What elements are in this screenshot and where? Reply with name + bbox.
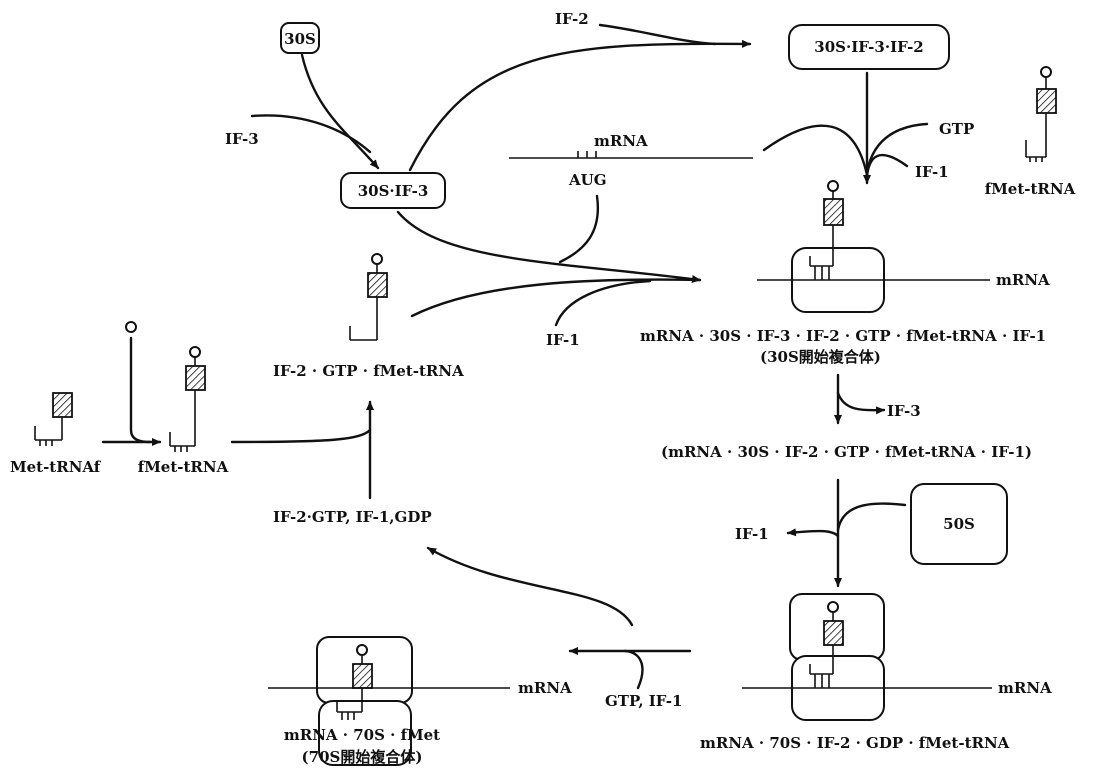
label-mrna-right-1: mRNA <box>996 271 1050 289</box>
label-fmet-trna-left: fMet-tRNA <box>138 458 229 476</box>
box-30s-if3: 30S·IF-3 <box>340 172 446 209</box>
label-recycle: IF-2·GTP, IF-1,GDP <box>273 508 432 526</box>
label-if3-release: IF-3 <box>887 402 921 420</box>
box-30s-if3-if2: 30S·IF-3·IF-2 <box>788 24 950 70</box>
label-complex70-line2: (70S開始複合体) <box>302 748 423 766</box>
label-after-if3: (mRNA · 30S · IF-2 · GTP · fMet-tRNA · I… <box>661 443 1032 461</box>
label-if3-left: IF-3 <box>225 130 259 148</box>
label-met-trna-f: Met-tRNAf <box>10 458 102 476</box>
formyl-join-line <box>129 336 152 444</box>
label-mrna-left: mRNA <box>518 679 572 697</box>
label-mrna-right-2: mRNA <box>998 679 1052 697</box>
label-if1-mid: IF-1 <box>546 331 580 349</box>
label-gtp-top: GTP <box>939 120 974 138</box>
svg-text:30S: 30S <box>284 30 316 48</box>
arrow-30s-to-30s-if3 <box>300 53 380 170</box>
arrow-if3-release <box>836 391 886 415</box>
label-complex30-line2: (30S開始複合体) <box>760 348 881 366</box>
svg-text:30S·IF-3·IF-2: 30S·IF-3·IF-2 <box>814 38 923 56</box>
label-complex70-line1: mRNA · 70S · fMet <box>284 726 440 744</box>
if1-top-join-line <box>865 153 909 178</box>
label-complex30-line1: mRNA · 30S · IF-3 · IF-2 · GTP · fMet-tR… <box>640 327 1046 345</box>
fmet-trna-top-right-icon <box>1025 66 1057 162</box>
trna-join-line <box>762 124 869 177</box>
ternary-trna-icon <box>349 253 388 341</box>
complex-70s-gdp-icon <box>742 593 992 721</box>
formyl-group-icon <box>125 321 137 333</box>
mrna-strand-top <box>509 151 753 159</box>
arrow-recycle <box>426 546 634 627</box>
label-aug: AUG <box>568 171 607 189</box>
arrow-ternary-to-init <box>410 278 702 318</box>
label-mrna-top: mRNA <box>594 132 648 150</box>
label-if2-top: IF-2 <box>555 10 589 28</box>
label-if1-release: IF-1 <box>735 525 769 543</box>
arrow-30s-if3-to-init <box>396 210 702 283</box>
label-complex70-gdp: mRNA · 70S · IF-2 · GDP · fMet-tRNA <box>700 734 1010 752</box>
fmet-trna-left-icon <box>169 346 206 452</box>
label-if2-gtp-fmet: IF-2 · GTP · fMet-tRNA <box>273 362 464 380</box>
label-fmet-trna-top-right: fMet-tRNA <box>985 180 1076 198</box>
mrna-join-line <box>558 194 600 264</box>
fmet-trna-join-line <box>230 428 372 444</box>
box-30s: 30S <box>280 22 320 54</box>
if3-join-line <box>250 114 372 154</box>
complex-70s-icon <box>268 636 510 766</box>
label-gtp-if1-bottom: GTP, IF-1 <box>605 692 682 710</box>
box-50s: 50S <box>910 483 1008 565</box>
init-complex-30s-icon <box>757 180 990 313</box>
svg-text:50S: 50S <box>943 515 975 533</box>
gtp-if1-join-line <box>623 649 644 690</box>
join-50s-line <box>836 502 907 532</box>
label-if1-top: IF-1 <box>915 163 949 181</box>
svg-text:30S·IF-3: 30S·IF-3 <box>358 182 429 200</box>
if2-join-line <box>598 23 717 46</box>
met-trna-f-icon <box>34 392 73 446</box>
if1-mid-join-line <box>554 279 652 327</box>
arrow-if1-release <box>786 528 840 538</box>
arrow-30s-if3-to-if2-complex <box>408 39 752 172</box>
